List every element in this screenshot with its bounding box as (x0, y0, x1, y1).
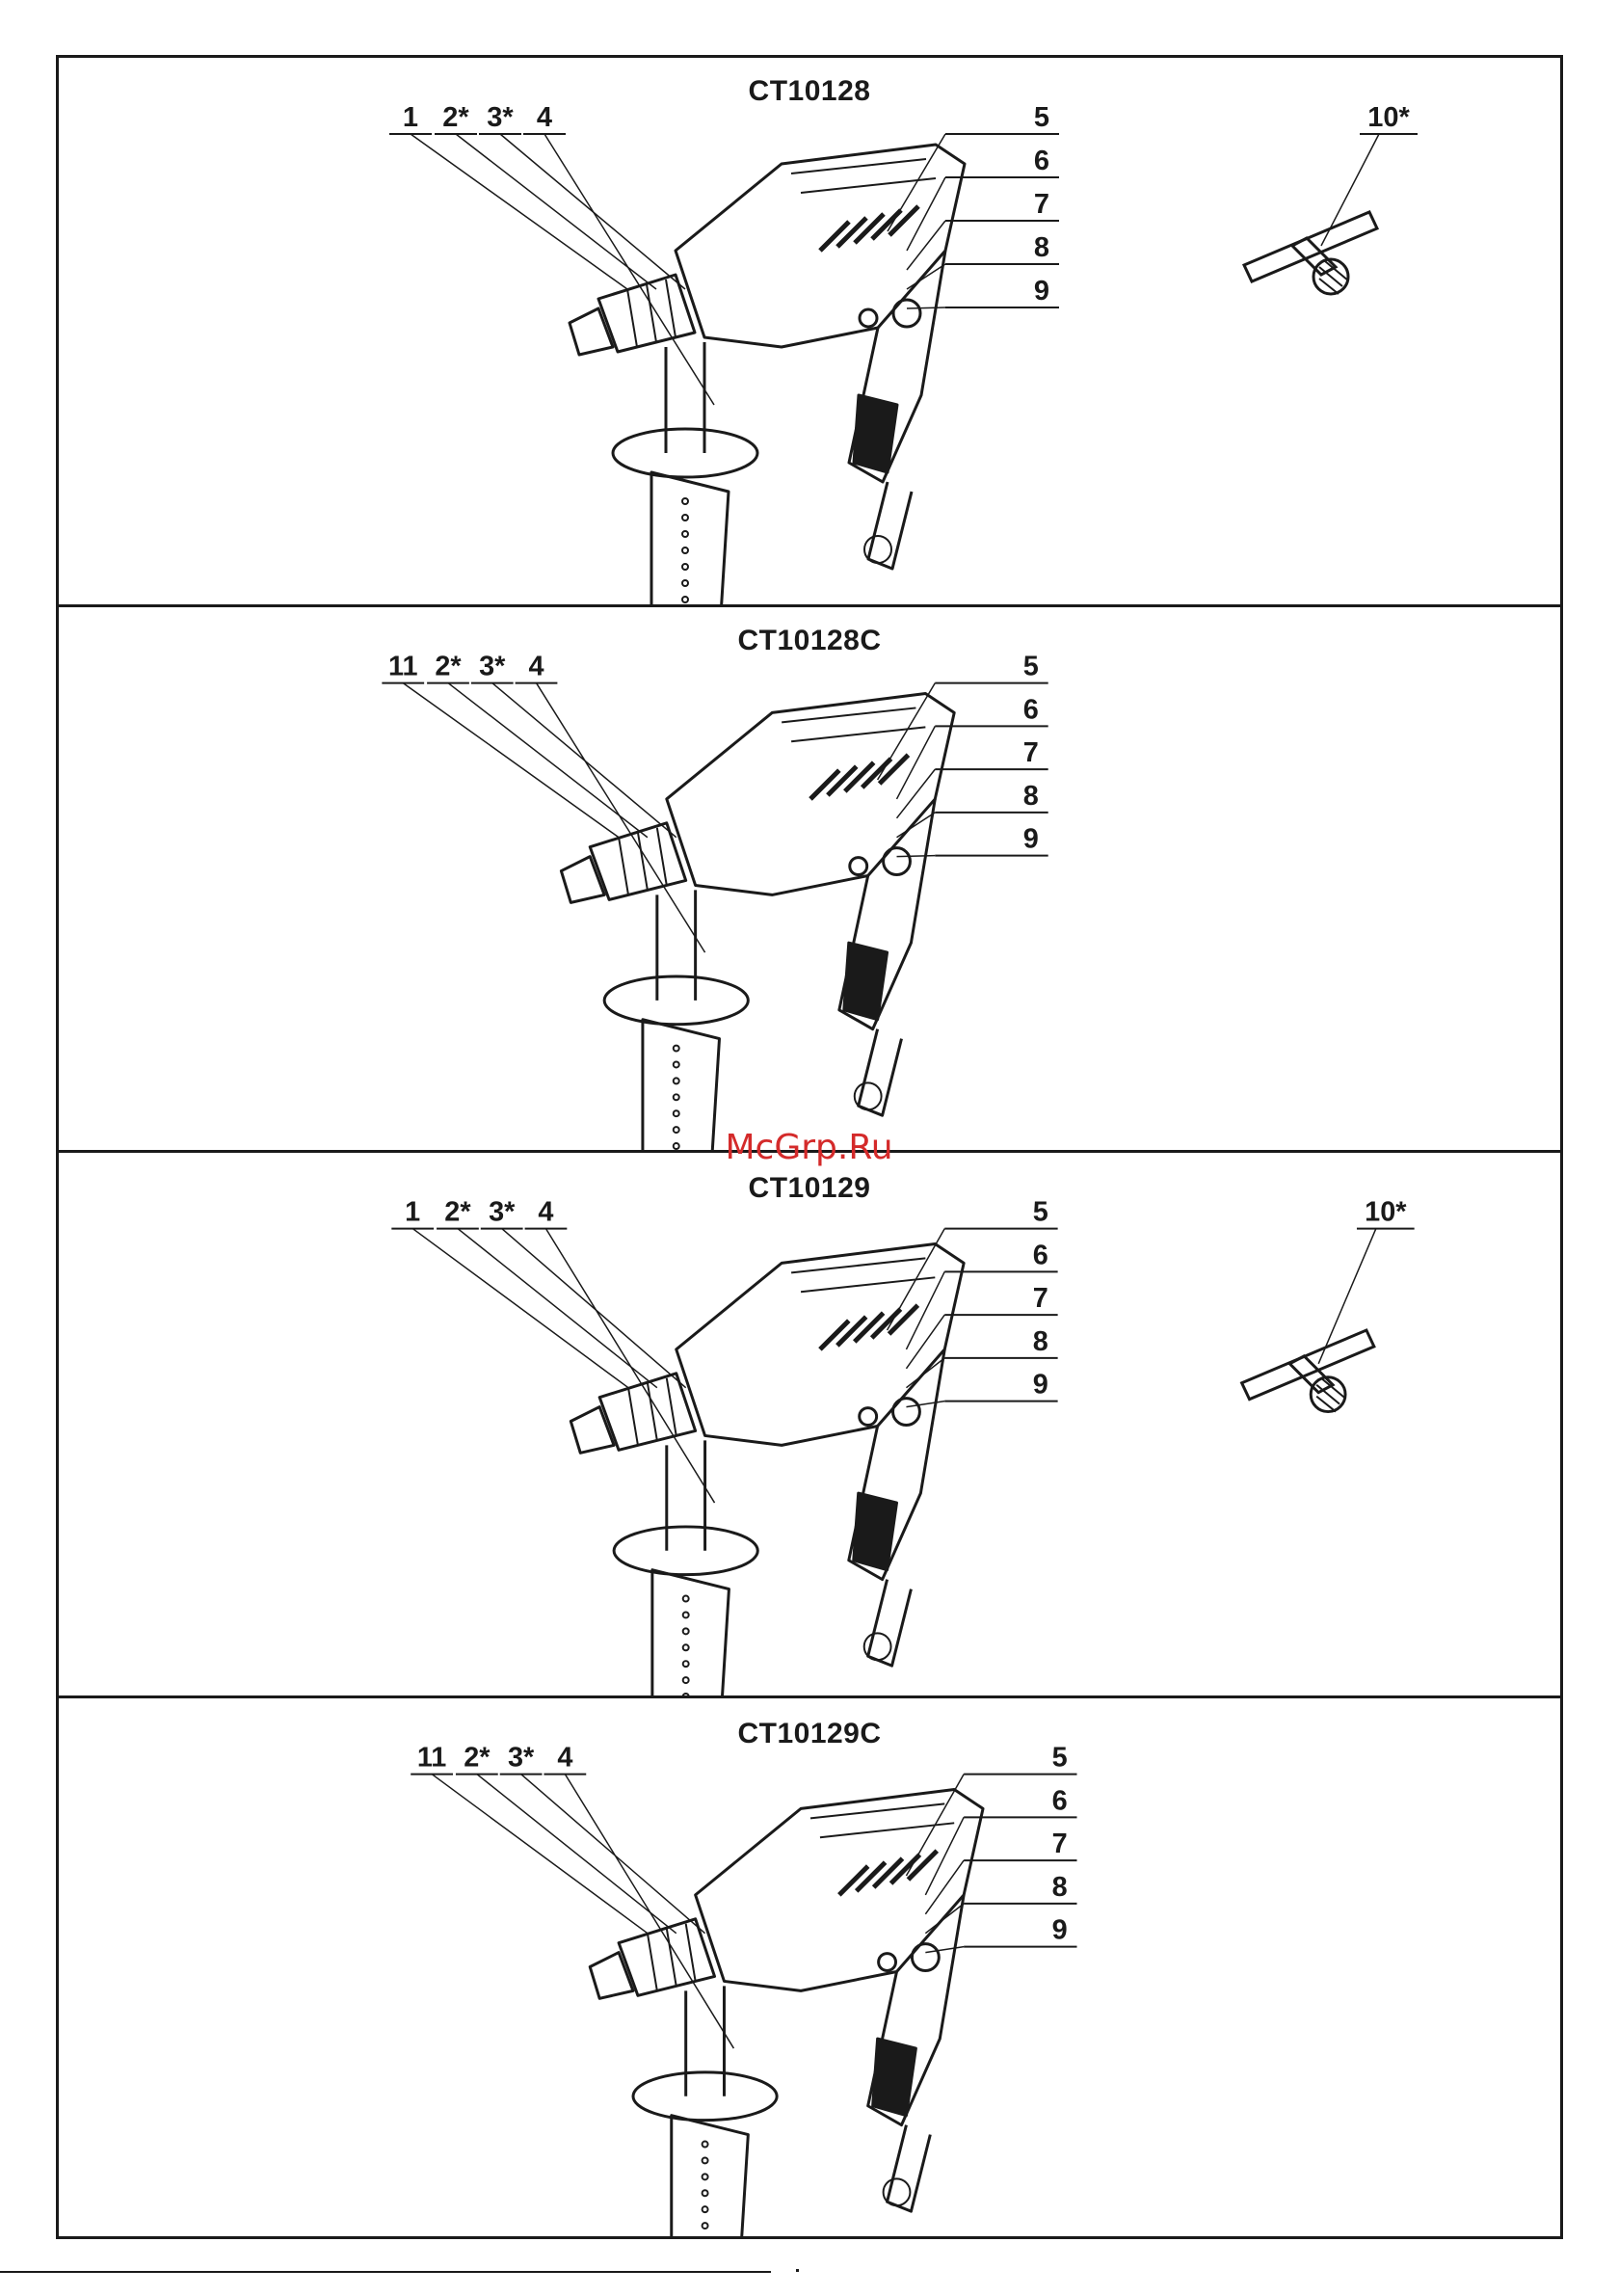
leader-line (502, 1229, 686, 1388)
leader-line (906, 1402, 944, 1407)
callout-label: 10* (1365, 1197, 1407, 1228)
callout-label: 9 (1033, 1370, 1048, 1401)
callout-label: 7 (1034, 189, 1049, 220)
callout-label: 1 (403, 102, 418, 133)
callout-label: 6 (1033, 1240, 1048, 1270)
footer-mark (796, 2269, 799, 2272)
leader-line (403, 683, 619, 838)
leader-line (888, 1229, 945, 1330)
callout-label: 9 (1023, 824, 1039, 855)
drill-illustration (570, 1243, 964, 1695)
callout-label: 5 (1033, 1197, 1048, 1228)
leader-line (1318, 1229, 1376, 1364)
callout-label: 11 (417, 1743, 446, 1774)
leader-line (907, 307, 945, 308)
leader-line (412, 1229, 628, 1388)
leader-line (565, 1775, 733, 2048)
chuck-key-illustration (1244, 212, 1377, 294)
leader-line (906, 1315, 944, 1369)
callout-label: 8 (1033, 1326, 1048, 1357)
callout-label: 10* (1367, 102, 1410, 133)
callout-label: 1 (405, 1197, 420, 1228)
callout-label: 4 (538, 1197, 553, 1228)
leader-line (925, 1860, 964, 1914)
callout-label: 8 (1052, 1872, 1068, 1903)
drill-illustration (570, 145, 965, 604)
leader-line (906, 1775, 964, 1876)
footer-rule (0, 2271, 771, 2273)
callout-label: 8 (1023, 781, 1039, 812)
callout-label: 8 (1034, 232, 1049, 263)
leader-line (907, 221, 945, 270)
callout-label: 6 (1023, 694, 1039, 725)
callout-label: 2* (442, 102, 469, 133)
callout-label: 7 (1052, 1829, 1068, 1859)
drill-diagram: 11 2* 3* 4 5 6 7 8 9 (59, 1698, 1560, 2238)
callout-label: 9 (1034, 276, 1049, 307)
callout-label: 3* (508, 1743, 535, 1774)
callout-label: 2* (435, 652, 462, 682)
leader-line (456, 134, 656, 289)
callout-label: 11 (388, 652, 417, 682)
callout-label: 3* (487, 102, 514, 133)
leader-line (521, 1775, 705, 1934)
callout-label: 3* (479, 652, 506, 682)
callout-label: 7 (1023, 737, 1039, 768)
leader-line (545, 1229, 714, 1503)
leader-line (432, 1775, 648, 1934)
drill-illustration (561, 694, 954, 1150)
leader-line (1321, 134, 1379, 246)
callout-label: 6 (1034, 146, 1049, 176)
leader-line (477, 1775, 676, 1934)
leader-line (458, 1229, 657, 1388)
callout-label: 2* (464, 1743, 491, 1774)
callout-label: 5 (1052, 1743, 1068, 1774)
callout-label: 6 (1052, 1785, 1068, 1816)
leader-line (544, 134, 714, 405)
leader-line (897, 856, 936, 857)
watermark: McGrp.Ru (0, 1128, 1618, 1167)
callout-label: 3* (489, 1197, 516, 1228)
callout-label: 4 (528, 652, 544, 682)
chuck-key-illustration (1242, 1330, 1374, 1412)
callout-label: 9 (1052, 1915, 1068, 1946)
leader-line (925, 1947, 964, 1953)
callout-label: 5 (1023, 652, 1039, 682)
leader-line (537, 683, 705, 953)
callout-label: 4 (537, 102, 552, 133)
drill-diagram: 1 2* 3* 4 5 6 7 8 9 10* (59, 58, 1560, 604)
callout-label: 5 (1034, 102, 1049, 133)
leader-line (448, 683, 648, 838)
drill-diagram: 1 2* 3* 4 5 6 7 8 9 10* (59, 1153, 1560, 1695)
drill-illustration (590, 1789, 983, 2238)
leader-line (411, 134, 627, 289)
leader-line (897, 769, 936, 818)
callout-label: 2* (444, 1197, 471, 1228)
callout-label: 7 (1033, 1283, 1048, 1314)
callout-label: 4 (557, 1743, 572, 1774)
drill-diagram: 11 2* 3* 4 5 6 7 8 9 (59, 607, 1560, 1150)
